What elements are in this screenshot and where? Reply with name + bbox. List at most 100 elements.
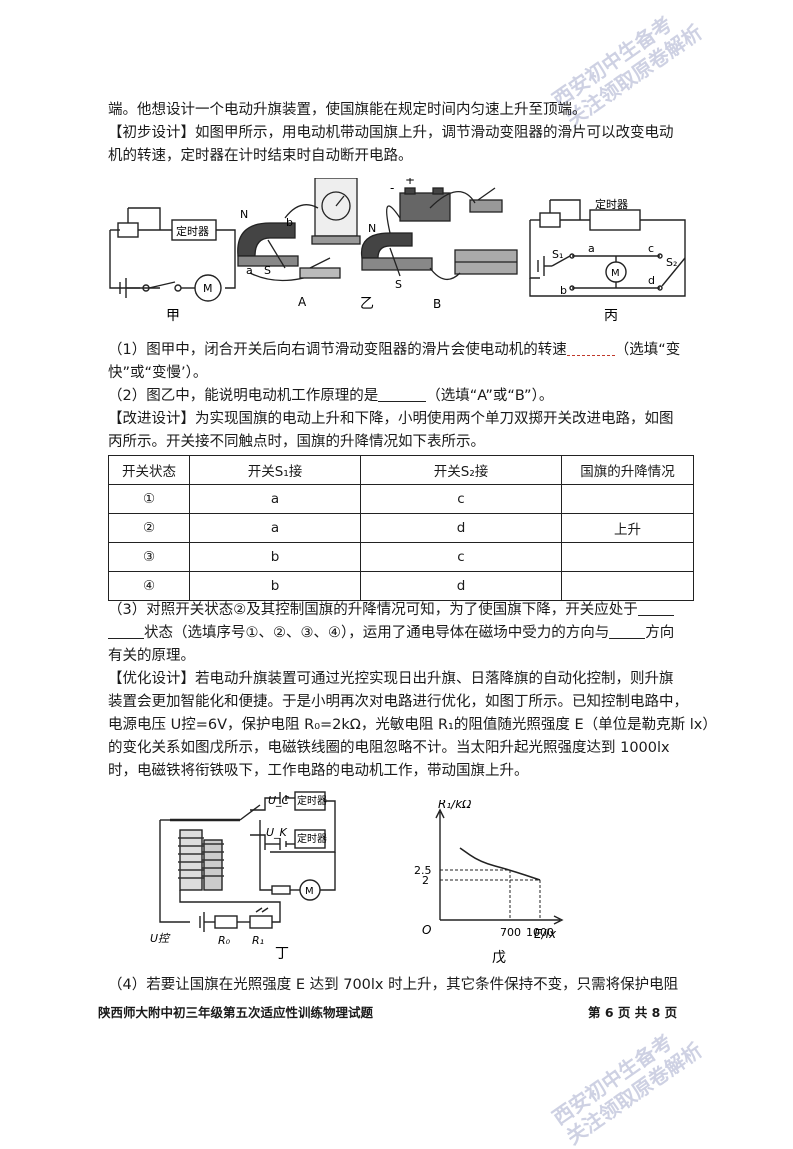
motor-label-bing: M [611,268,620,279]
ukong-label: U控 [150,932,171,945]
q4-line: （4）若要让国旗在光照强度 E 达到 700lx 时上升，其它条件保持不变，只需… [108,977,679,993]
q2-text-b: （选填“A”或“B”）。 [426,388,554,404]
label-a-small: a [246,264,253,277]
tick-label-y-2: 2 [422,874,429,887]
q1-line2: 快”或“变慢’）。 [108,365,208,381]
battery-plus: + [405,178,415,187]
q1-line1: （1）图甲中，闭合开关后向右调节滑动变阻器的滑片会使电动机的转速（选填“变 [108,340,680,360]
apparatus-a [237,178,361,282]
q3-text-a: （3）对照开关状态②及其控制国旗的升降情况可知，为了使国旗下降，开关应处于 [108,602,638,618]
figure-ding-circuit: U_C 定时器 U_K 定时器 M U控 R₀ R₁ 丁 [150,791,336,960]
apparatus-b [360,187,518,280]
q3-text-b: 状态（选填序号①、②、③、④），运用了通电导体在磁场中受力的方向与 [144,625,610,641]
caption-jia: 甲 [166,308,180,324]
table-cell: c [360,542,562,572]
table-cell: 上升 [561,513,694,543]
q3-line2: 状态（选填序号①、②、③、④），运用了通电导体在磁场中受力的方向与 方向 [108,623,674,643]
watermark-bottom: 西安初中生备考 关注领取原卷解析 [548,1018,707,1149]
circuit-jia [109,207,236,302]
table-cell: a [189,484,361,514]
q3-state-blank-cont [108,624,144,639]
switch-state-table: 开关状态 开关S₁接 开关S₂接 国旗的升降情况 ① a c ② a d 上升 … [108,455,694,601]
q3-direction-blank[interactable] [609,624,646,639]
table-header: 开关状态 [108,455,190,485]
q3-line1: （3）对照开关状态②及其控制国旗的升降情况可知，为了使国旗下降，开关应处于 [108,600,674,620]
table-cell: ③ [108,542,190,572]
table-header: 开关S₂接 [360,455,562,485]
pole-s-b: S [395,278,402,291]
timer-label-2: 定时器 [297,832,327,845]
q3-text-c: 方向 [645,625,675,641]
improve-line1: 【改进设计】为实现国旗的电动上升和下降，小明使用两个单刀双掷开关改进电路，如图 [108,411,674,427]
timer-label-jia: 定时器 [176,224,209,238]
table-row: ① a c [108,484,694,514]
uk-label: U_K [266,826,288,839]
circuit-bing [529,199,686,297]
opt-line5: 时，电磁铁将衔铁吸下，工作电路的电动机工作，带动国旗上升。 [108,763,529,779]
label-b-small: b [286,216,293,229]
figure-wu-graph: R₁/kΩ E/lx O 2.5 2 700 1000 戊 [414,800,564,966]
timer-label-bing: 定时器 [595,197,628,211]
contact-b: b [560,284,567,297]
contact-c: c [648,242,654,255]
table-row: ③ b c [108,542,694,572]
table-cell [561,571,694,601]
label-A: A [298,295,307,309]
uc-label: U_C [268,794,290,807]
motor-label-ding: M [305,886,314,897]
q2-line: （2）图乙中，能说明电动机工作原理的是 （选填“A”或“B”）。 [108,386,553,406]
tick-label-y-2-5: 2.5 [414,864,432,877]
contact-a: a [588,242,595,255]
q3-state-blank[interactable] [637,601,674,616]
footer-page: 第 6 页 共 8 页 [588,1005,678,1020]
table-cell [561,484,694,514]
caption-bing: 丙 [604,308,618,324]
r1-curve [459,847,541,881]
q3-line3: 有关的原理。 [108,648,195,664]
contact-d: d [648,274,655,287]
table-cell [561,542,694,572]
design1-line2: 机的转速，定时器在计时结束时自动断开电路。 [108,148,413,164]
motor-label-jia: M [203,282,213,295]
table-row: ④ b d [108,571,694,601]
tick-label-x-700: 700 [500,926,521,939]
table-cell: b [189,542,361,572]
caption-wu: 戊 [492,950,506,966]
graph-ylabel: R₁/kΩ [438,800,472,811]
r1-label: R₁ [252,934,264,947]
battery-minus: - [390,181,394,195]
q2-text-a: （2）图乙中，能说明电动机工作原理的是 [108,388,379,404]
graph-origin: O [422,923,431,937]
table-cell: b [189,571,361,601]
caption-yi: 乙 [360,296,374,312]
opt-line4: 的变化关系如图戊所示，电磁铁线圈的电阻忽略不计。当太阳升起光照强度达到 1000… [108,740,670,756]
pole-s-a: S [264,264,271,277]
intro-text: 端。他想设计一个电动升旗装置，使国旗能在规定时间内匀速上升至顶端。 [108,102,587,118]
table-cell: d [360,513,562,543]
table-header: 开关S₁接 [189,455,361,485]
q1-text-a: （1）图甲中，闭合开关后向右调节滑动变阻器的滑片会使电动机的转速 [108,342,567,358]
table-cell: ① [108,484,190,514]
opt-line3: 电源电压 U控=6V，保护电阻 R₀=2kΩ，光敏电阻 R₁的阻值随光照强度 E… [108,717,717,733]
table-row: ② a d 上升 [108,513,694,543]
table-cell: ④ [108,571,190,601]
pole-n-b: N [368,222,376,235]
footer-title: 陕西师大附中初三年级第五次适应性训练物理试题 [98,1005,374,1020]
figure-jia-yi-bing: 定时器 M 甲 N S a b A - + N S 乙 B [109,178,686,324]
graph-xlabel: E/lx [534,927,557,941]
tick-label-x-1000: 1000 [526,926,554,939]
s2-label: S₂ [666,256,677,269]
caption-ding: 丁 [275,946,289,960]
r0-label: R₀ [218,934,231,947]
design1-line1: 【初步设计】如图甲所示，用电动机带动国旗上升，调节滑动变阻器的滑片可以改变电动 [108,125,674,141]
q1-answer-blank[interactable] [566,341,615,356]
table-header-row: 开关状态 开关S₁接 开关S₂接 国旗的升降情况 [108,455,694,485]
pole-n-a: N [240,208,248,221]
timer-label-1: 定时器 [297,794,327,807]
table-cell: ② [108,513,190,543]
q2-answer-blank[interactable] [378,387,427,402]
label-B: B [433,297,441,311]
table-cell: d [360,571,562,601]
table-header: 国旗的升降情况 [561,455,694,485]
improve-line2: 丙所示。开关接不同触点时，国旗的升降情况如下表所示。 [108,434,485,450]
